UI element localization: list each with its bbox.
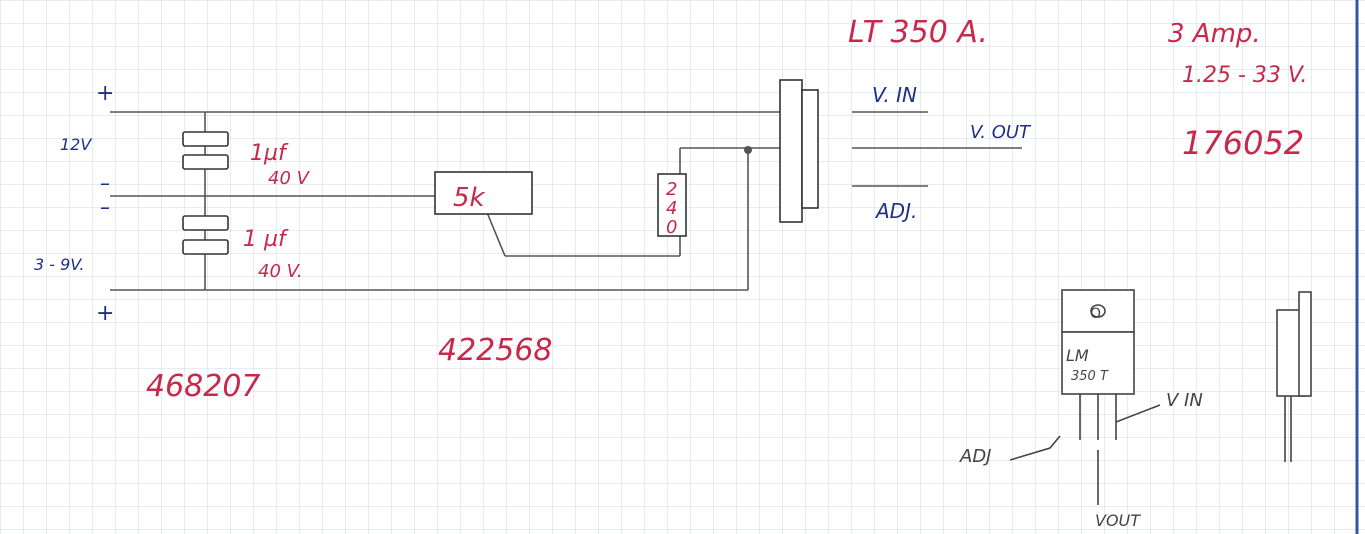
package-marking-1: LM <box>1066 346 1089 365</box>
package-hole: O <box>1090 306 1101 322</box>
supply-12v: 12V <box>60 135 92 154</box>
capacitor-part-number: 468207 <box>146 369 261 404</box>
capacitor-2 <box>182 215 229 255</box>
package-vin: V IN <box>1166 390 1203 411</box>
resistor-240 <box>657 173 687 237</box>
cap-2-voltage: 40 V. <box>258 261 303 282</box>
resistor-digit-3: 0 <box>666 217 677 238</box>
supply-minus-2: – <box>100 195 110 219</box>
pin-label-vout: V. OUT <box>970 122 1032 143</box>
supply-minus-1: – <box>100 171 110 195</box>
package-adj: ADJ <box>959 446 991 467</box>
wires <box>110 111 780 291</box>
regulator-body <box>779 79 819 223</box>
pin-label-vin: V. IN <box>872 83 917 107</box>
regulator-pins <box>852 111 1022 187</box>
regulator-part-number: 176052 <box>1182 124 1304 162</box>
voltage-range-label: 1.25 - 33 V. <box>1182 63 1307 88</box>
cap-2-value: 1 µf <box>243 227 289 252</box>
package-vout: VOUT <box>1095 511 1141 530</box>
pot-label: 5k <box>453 183 486 213</box>
cap-1-voltage: 40 V <box>268 168 311 189</box>
to220-side-view <box>1276 291 1312 462</box>
pot-part-number: 422568 <box>438 333 553 368</box>
supply-plus-bottom: + <box>96 301 114 326</box>
rating-label: 3 Amp. <box>1168 19 1261 49</box>
cap-1-value: 1µf <box>250 141 289 166</box>
package-marking-2: 350 T <box>1071 369 1109 384</box>
supply-plus-top: + <box>96 81 114 106</box>
capacitor-1 <box>182 131 229 170</box>
potentiometer <box>434 171 533 215</box>
junction-dot <box>744 146 752 154</box>
resistor-digit-2: 4 <box>666 198 677 219</box>
wire-pot-output <box>485 209 506 257</box>
title-label: LT 350 A. <box>848 15 988 50</box>
to220-package <box>1009 289 1161 505</box>
supply-3-9v: 3 - 9V. <box>34 255 85 274</box>
pin-label-adj: ADJ. <box>874 199 917 223</box>
resistor-digit-1: 2 <box>666 179 677 200</box>
